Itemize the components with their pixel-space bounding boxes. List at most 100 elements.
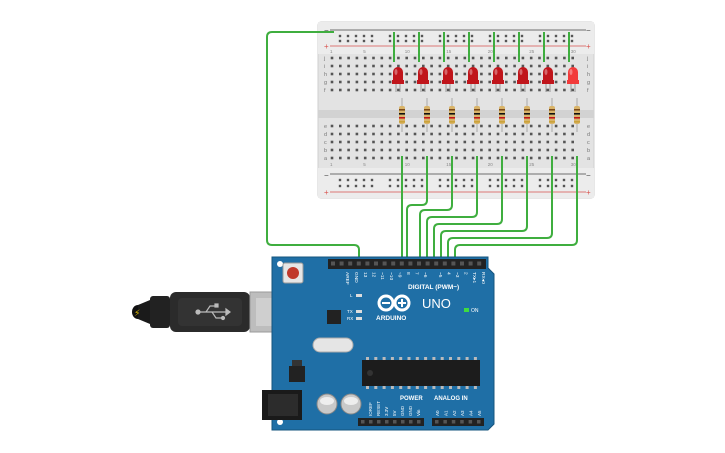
- analog-pin-label: A5: [477, 410, 482, 416]
- row-label: j: [323, 56, 325, 62]
- on-label: ON: [471, 308, 479, 314]
- led[interactable]: [517, 67, 529, 92]
- wire[interactable]: [426, 156, 478, 262]
- power-pin-label: Vin: [416, 409, 421, 416]
- column-number: 20: [488, 49, 494, 54]
- brand-label: ARDUINO: [376, 315, 406, 322]
- rail-plus-bottom: +: [324, 188, 329, 197]
- row-label: g: [587, 80, 590, 86]
- rail-minus-top: −: [324, 26, 329, 35]
- power-pin-label: 5V: [392, 410, 397, 416]
- model-label: UNO: [422, 296, 451, 311]
- digital-pin-label: 8: [405, 272, 411, 275]
- digital-pin-label: 7: [414, 272, 420, 275]
- capacitor-left: [316, 393, 338, 415]
- digital-pin-label: 4: [445, 272, 451, 275]
- power-led: [464, 308, 469, 312]
- led[interactable]: [567, 67, 579, 92]
- row-label: a: [587, 156, 591, 162]
- row-label: g: [324, 80, 327, 86]
- rail-minus-bottom: −: [324, 171, 329, 180]
- analog-pin-label: A1: [443, 410, 448, 416]
- bottom-header-holes: [361, 420, 481, 424]
- row-label: h: [587, 72, 590, 78]
- led[interactable]: [467, 67, 479, 92]
- arduino-logo: [377, 294, 411, 312]
- wire[interactable]: [419, 156, 453, 262]
- row-label: d: [587, 132, 590, 138]
- digital-header-label: DIGITAL (PWM~): [408, 284, 459, 291]
- bolt-icon: ⚡: [134, 308, 140, 318]
- breadboard-holes: [330, 34, 574, 188]
- digital-pin-label: ~10: [388, 272, 394, 280]
- gnd-pin-label: GND: [353, 272, 359, 283]
- digital-pin-label: ~5: [437, 272, 443, 278]
- wire[interactable]: [433, 156, 503, 262]
- resistor[interactable]: [449, 98, 455, 132]
- row-label: i: [324, 64, 325, 70]
- l-led: [356, 294, 362, 297]
- led[interactable]: [492, 67, 504, 92]
- row-label: c: [587, 140, 590, 146]
- row-label: i: [587, 64, 588, 70]
- power-header-label: POWER: [400, 396, 423, 402]
- column-number: 30: [571, 162, 577, 167]
- power-pin-label: IOREF: [368, 402, 373, 416]
- resistor[interactable]: [524, 98, 530, 132]
- column-number: 10: [405, 162, 411, 167]
- rail-plus-bottom-right: +: [586, 188, 591, 197]
- digital-pin-label: TX▸1: [471, 272, 477, 284]
- wire-group: [266, 31, 578, 262]
- column-number: 25: [529, 162, 535, 167]
- analog-pin-label: A0: [435, 410, 440, 416]
- digital-header-holes: [331, 261, 482, 266]
- tx-led: [356, 310, 362, 313]
- column-number: 5: [363, 162, 366, 167]
- wire[interactable]: [266, 31, 360, 262]
- wire[interactable]: [440, 156, 528, 262]
- resistor[interactable]: [549, 98, 555, 132]
- analog-pin-label: A3: [460, 410, 465, 416]
- resistor[interactable]: [499, 98, 505, 132]
- atmega-chip: [362, 357, 480, 389]
- aref-pin-label: AREF: [344, 272, 350, 285]
- resistor[interactable]: [474, 98, 480, 132]
- led[interactable]: [392, 67, 404, 92]
- power-pin-label: 3.3V: [384, 407, 389, 416]
- rail-minus-bottom-right: −: [586, 171, 591, 180]
- analog-header-label: ANALOG IN: [434, 396, 468, 402]
- analog-pin-label: A2: [452, 410, 457, 416]
- digital-pin-label: ~6: [422, 272, 428, 278]
- row-label: h: [324, 72, 327, 78]
- resistor[interactable]: [424, 98, 430, 132]
- resistor[interactable]: [399, 98, 405, 132]
- row-label: b: [587, 148, 590, 154]
- wire[interactable]: [406, 156, 428, 262]
- led[interactable]: [542, 67, 554, 92]
- capacitor-right: [340, 393, 362, 415]
- resistor-array: [399, 98, 580, 132]
- digital-pin-label: RX◂0: [480, 272, 486, 284]
- row-label: a: [324, 156, 328, 162]
- column-number: 10: [405, 49, 411, 54]
- analog-header: [432, 418, 484, 426]
- row-label: d: [324, 132, 327, 138]
- resistor[interactable]: [574, 98, 580, 132]
- power-header: [358, 418, 424, 426]
- wire[interactable]: [454, 156, 578, 262]
- column-number: 1: [330, 162, 333, 167]
- reset-button[interactable]: [282, 262, 304, 284]
- wire[interactable]: [447, 156, 553, 262]
- digital-pin-label: ~11: [379, 272, 385, 280]
- row-label: e: [587, 124, 590, 130]
- led[interactable]: [442, 67, 454, 92]
- rail-plus-top-right: +: [586, 42, 591, 51]
- led[interactable]: [417, 67, 429, 92]
- analog-pin-label: A4: [469, 410, 474, 416]
